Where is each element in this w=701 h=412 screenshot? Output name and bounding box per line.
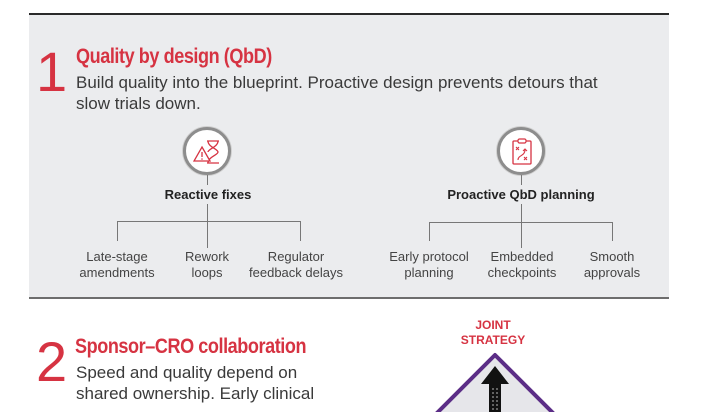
connector-line [300,221,301,241]
leaf-item: Rework loops [185,249,229,281]
clipboard-plan-icon [512,138,532,165]
sign-label-line: JOINT [475,318,511,332]
hourglass-warning-icon [193,140,219,164]
leaf-text: Smooth [589,249,635,264]
connector-line [612,222,613,241]
leaf-text: feedback delays [249,265,343,280]
connector-line [429,222,430,241]
section-description-qbd: Build quality into the blueprint. Proact… [76,72,598,114]
description-line: Build quality into the blueprint. Proact… [76,73,598,92]
description-line: Speed and quality depend on [76,363,298,382]
road-arrow-sign-icon [435,353,555,412]
connector-line [521,204,522,248]
leaf-text: Early protocol [389,249,469,264]
reactive-fixes-icon-circle [183,127,231,175]
section-number-1: 1 [36,40,68,103]
connector-line [429,222,612,223]
leaf-text: Late-stage [86,249,148,264]
leaf-item: Early protocol planning [389,249,468,281]
reactive-fixes-label: Reactive fixes [164,187,252,202]
description-line: slow trials down. [76,94,201,113]
connector-line [521,175,522,185]
leaf-text: checkpoints [487,265,557,280]
joint-strategy-label: JOINT STRATEGY [461,318,525,348]
section-title-qbd: Quality by design (QbD) [76,45,272,68]
proactive-planning-icon-circle [497,127,545,175]
qbd-panel [29,13,669,299]
proactive-planning-label: Proactive QbD planning [447,187,595,202]
section-title-collaboration: Sponsor–CRO collaboration [75,335,307,358]
leaf-text: amendments [79,265,155,280]
leaf-item: Regulator feedback delays [249,249,343,281]
leaf-text: planning [404,265,454,280]
connector-line [207,204,208,248]
section-number-2: 2 [36,330,68,393]
connector-line [117,221,118,241]
description-line: shared ownership. Early clinical [76,384,315,403]
leaf-text: Rework [184,249,230,264]
leaf-item: Embedded checkpoints [488,249,557,281]
connector-line [117,221,301,222]
leaf-text: approvals [583,265,641,280]
connector-line [207,175,208,185]
leaf-item: Smooth approvals [584,249,640,281]
section-description-collaboration: Speed and quality depend on shared owner… [76,362,314,404]
leaf-text: Embedded [490,249,554,264]
leaf-text: Regulator [267,249,325,264]
sign-label-line: STRATEGY [460,333,526,347]
leaf-text: loops [191,265,223,280]
leaf-item: Late-stage amendments [79,249,154,281]
